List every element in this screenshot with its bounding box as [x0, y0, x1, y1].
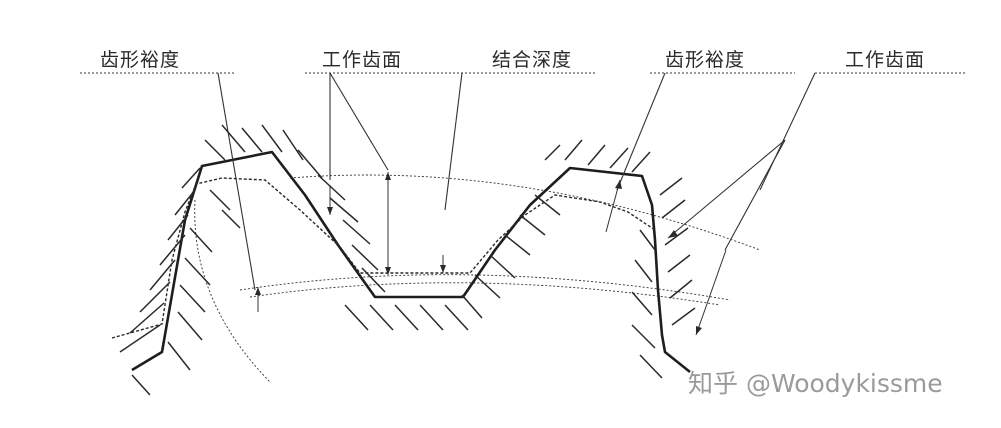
hatching-middle-tooth-tip — [544, 139, 651, 173]
hatching-left-tip — [204, 124, 323, 179]
hatching-middle-tooth-left-flank — [461, 194, 561, 319]
watermark: 知乎 @Woodykissme — [688, 369, 943, 398]
hatching-left-tooth-right-flank — [317, 174, 386, 293]
dimension-lines — [255, 172, 727, 336]
label-working-flank-2: 工作齿面 — [845, 49, 925, 71]
hatching-right-flank — [631, 177, 696, 379]
label-left-tooth-clearance: 齿形裕度 — [100, 49, 180, 71]
leader-lines — [217, 72, 816, 291]
reference-circles — [194, 174, 761, 383]
hatching-root — [344, 304, 469, 331]
label-engagement-depth: 结合深度 — [492, 49, 572, 71]
inner-gear-profile — [111, 177, 656, 339]
hatching-left-flank — [119, 167, 201, 353]
outer-gear-profile — [131, 150, 691, 374]
label-right-tooth-clearance: 齿形裕度 — [665, 49, 745, 71]
hatching-lower-left-body — [131, 189, 241, 396]
label-working-flank-1: 工作齿面 — [322, 49, 402, 71]
